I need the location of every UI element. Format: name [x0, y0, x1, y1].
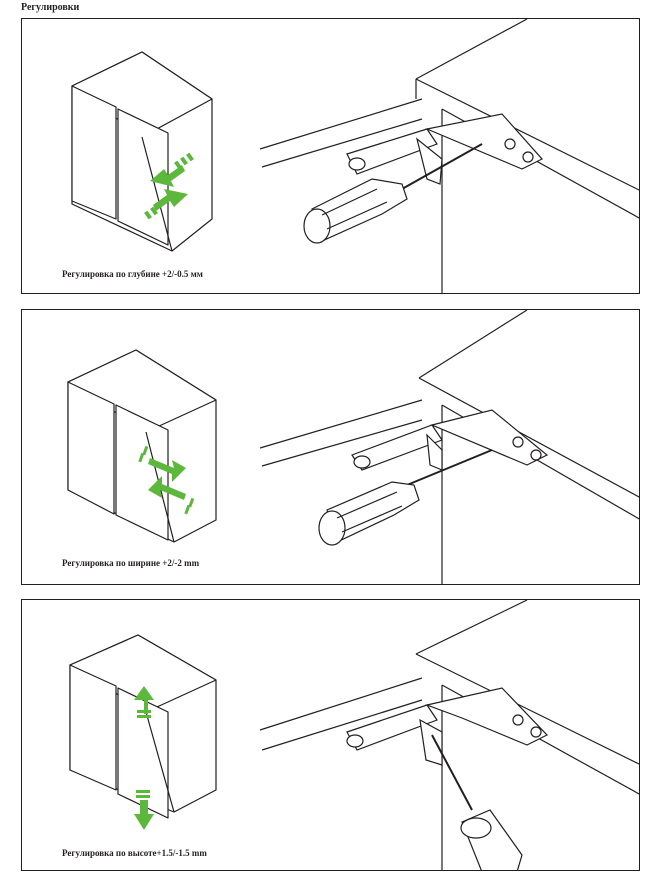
page-heading: Регулировки	[21, 2, 80, 13]
width-adjustment-caption: Регулировка по ширине +2/-2 mm	[62, 558, 200, 568]
panel-depth-adjustment: Регулировка по глубине +2/-0.5 мм	[21, 18, 640, 294]
panel-height-adjustment: Регулировка по высоте+1.5/-1.5 mm	[21, 599, 640, 871]
depth-adjustment-caption: Регулировка по глубине +2/-0.5 мм	[62, 269, 203, 279]
depth-adjustment-illustration	[71, 19, 639, 293]
depth-arrows-icon	[144, 152, 194, 220]
screwdriver-icon	[318, 449, 493, 546]
panel-width-adjustment: Регулировка по ширине +2/-2 mm	[21, 309, 640, 585]
height-arrows-icon	[134, 686, 154, 830]
width-arrows-icon	[138, 445, 195, 515]
height-adjustment-caption: Регулировка по высоте+1.5/-1.5 mm	[62, 848, 207, 858]
screwdriver-icon	[303, 143, 483, 244]
height-adjustment-illustration	[69, 600, 639, 870]
screwdriver-icon	[431, 734, 523, 870]
width-adjustment-illustration	[67, 310, 639, 584]
